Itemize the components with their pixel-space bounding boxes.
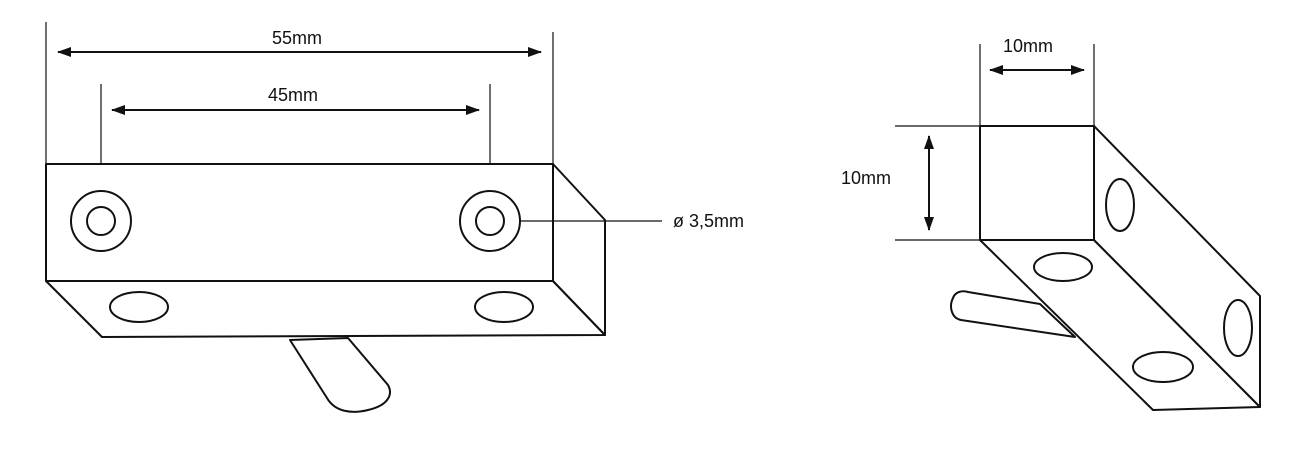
dimension-side-width-label: 10mm	[1003, 36, 1053, 56]
side-front-face	[979, 125, 1095, 241]
dimension-side-height: 10mm	[841, 125, 980, 241]
dimension-hole-spacing: 45mm	[100, 84, 491, 164]
front-view: 55mm 45mm ø 3,5mm	[45, 22, 744, 413]
side-view: 10mm 10mm	[841, 36, 1261, 411]
front-cable	[289, 337, 391, 413]
hole-diameter-callout: ø 3,5mm	[520, 211, 744, 231]
dimension-overall-length: 55mm	[45, 22, 554, 164]
dimension-overall-length-label: 55mm	[272, 28, 322, 48]
mounting-hole-left	[70, 190, 132, 252]
bottom-hole-right	[474, 291, 534, 323]
side-right-hole-upper	[1105, 178, 1135, 232]
dimension-hole-spacing-label: 45mm	[268, 85, 318, 105]
dimension-side-height-label: 10mm	[841, 168, 891, 188]
dimension-side-width: 10mm	[979, 36, 1095, 126]
hole-diameter-label: ø 3,5mm	[673, 211, 744, 231]
side-right-hole-lower	[1223, 299, 1253, 357]
front-bottom-face	[45, 280, 606, 338]
side-bottom-hole-upper	[1033, 252, 1093, 282]
side-bottom-hole-lower	[1132, 351, 1194, 383]
bottom-hole-left	[109, 291, 169, 323]
side-cable	[950, 290, 1076, 338]
